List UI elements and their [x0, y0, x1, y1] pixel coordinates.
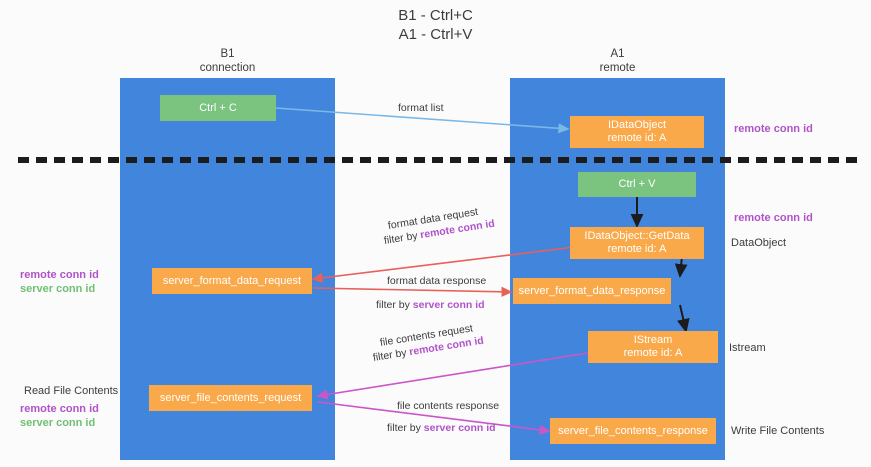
right-label-remote-conn-id-mid: remote conn id	[734, 212, 813, 224]
node-server-file-contents-response[interactable]: server_file_contents_response	[550, 418, 716, 444]
node-getdata-label: IDataObject::GetData	[584, 230, 690, 242]
column-header-a1: A1 remote	[599, 48, 636, 74]
node-server-format-data-response-label: server_format_data_response	[518, 284, 666, 297]
node-ctrl-v-label: Ctrl + V	[618, 178, 656, 190]
left-remote-conn-id-top: remote conn id	[20, 269, 99, 281]
filter-prefix: filter by	[376, 299, 413, 311]
filter-prefix: filter by	[372, 346, 411, 364]
node-idataobject-label: IDataObject	[607, 119, 667, 131]
node-idataobject-getdata[interactable]: IDataObject::GetData remote id: A	[570, 227, 704, 259]
filter-key-server-conn-id: server conn id	[423, 422, 496, 434]
node-istream[interactable]: IStream remote id: A	[588, 331, 718, 363]
filter-key-server-conn-id: server conn id	[412, 299, 485, 311]
arrow-format-data-response	[312, 286, 513, 297]
node-server-file-contents-response-label: server_file_contents_response	[558, 424, 708, 437]
left-label-read-file-contents: Read File Contents	[24, 385, 119, 397]
node-istream-remote-id: remote id: A	[623, 347, 683, 359]
node-getdata-remote-id: remote id: A	[607, 243, 667, 255]
annotation-file-contents-response: file contents response	[397, 400, 500, 412]
node-server-format-data-response[interactable]: server_format_data_response	[513, 278, 671, 304]
left-server-conn-id-bottom: server conn id	[20, 417, 96, 429]
node-server-file-contents-request-label: server_file_contents_request	[159, 391, 302, 404]
annotation-format-data-response-filter: filter by server conn id	[376, 298, 485, 312]
node-idataobject[interactable]: IDataObject remote id: A	[570, 116, 704, 148]
page-title: B1 - Ctrl+C A1 - Ctrl+V	[398, 7, 473, 43]
annotation-file-contents-response-filter: filter by server conn id	[387, 421, 496, 435]
node-server-file-contents-request[interactable]: server_file_contents_request	[149, 385, 312, 411]
annotation-format-list: format list	[398, 102, 444, 114]
right-label-dataobject: DataObject	[731, 237, 787, 249]
left-label-conn-ids-top: remote conn id server conn id	[20, 268, 99, 296]
node-server-format-data-request[interactable]: server_format_data_request	[152, 268, 312, 294]
node-istream-label: IStream	[633, 334, 673, 346]
node-ctrl-v[interactable]: Ctrl + V	[578, 172, 696, 197]
left-server-conn-id-top: server conn id	[20, 283, 96, 295]
left-remote-conn-id-bottom: remote conn id	[20, 403, 99, 415]
node-ctrl-c[interactable]: Ctrl + C	[160, 95, 276, 121]
right-label-write-file-contents: Write File Contents	[731, 425, 825, 437]
filter-prefix: filter by	[387, 422, 424, 434]
node-ctrl-c-label: Ctrl + C	[199, 101, 237, 114]
left-label-conn-ids-bottom: remote conn id server conn id	[20, 402, 99, 430]
right-label-remote-conn-id-top: remote conn id	[734, 123, 813, 135]
column-header-b1: B1 connection	[199, 48, 256, 74]
node-server-format-data-request-label: server_format_data_request	[162, 274, 302, 287]
phase-divider	[18, 157, 861, 163]
node-idataobject-remote-id: remote id: A	[607, 132, 667, 144]
annotation-format-data-response: format data response	[387, 275, 487, 287]
right-label-istream: Istream	[729, 342, 766, 354]
